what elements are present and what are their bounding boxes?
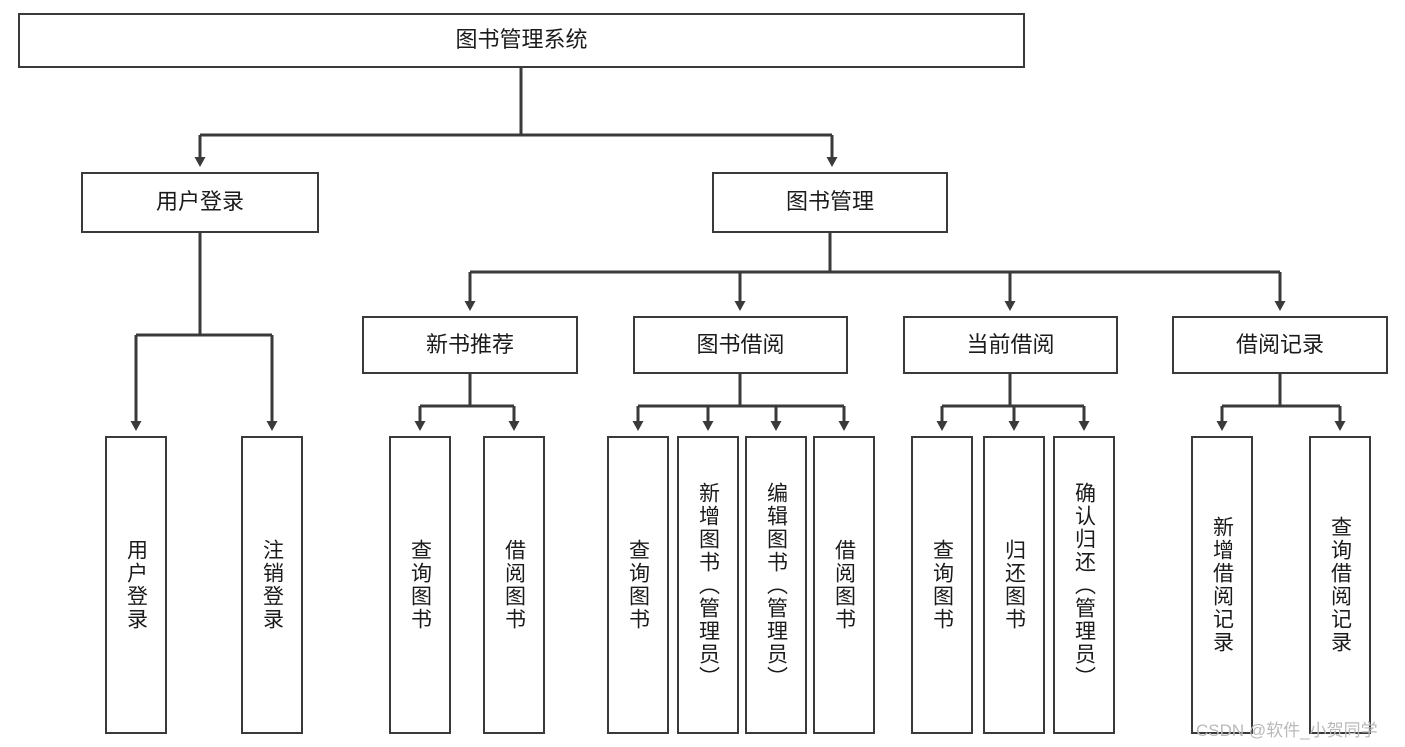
node-leaf-add-book-label: 新增图书（管理员） — [696, 481, 720, 689]
node-leaf-logout-label: 注销登录 — [260, 539, 284, 631]
node-leaf-edit-book-label: 编辑图书（管理员） — [764, 481, 788, 689]
node-leaf-logout[interactable]: 注销登录 — [241, 436, 303, 734]
node-leaf-return-book-label: 归还图书 — [1002, 539, 1026, 631]
node-leaf-query-book-3[interactable]: 查询图书 — [911, 436, 973, 734]
node-borrow-record[interactable]: 借阅记录 — [1172, 316, 1388, 374]
node-leaf-query-book-2[interactable]: 查询图书 — [607, 436, 669, 734]
node-user-login[interactable]: 用户登录 — [81, 172, 319, 233]
node-book-manage-label: 图书管理 — [785, 189, 874, 215]
node-current-borrow[interactable]: 当前借阅 — [903, 316, 1118, 374]
node-book-manage[interactable]: 图书管理 — [712, 172, 948, 233]
node-leaf-confirm-return[interactable]: 确认归还（管理员） — [1053, 436, 1115, 734]
node-user-login-label: 用户登录 — [155, 189, 244, 215]
node-leaf-borrow-book-1-label: 借阅图书 — [502, 539, 526, 631]
node-book-borrow-label: 图书借阅 — [696, 331, 785, 357]
node-leaf-borrow-book-2[interactable]: 借阅图书 — [813, 436, 875, 734]
node-leaf-borrow-book-1[interactable]: 借阅图书 — [483, 436, 545, 734]
node-leaf-user-login-label: 用户登录 — [124, 539, 148, 631]
node-leaf-query-book-1[interactable]: 查询图书 — [389, 436, 451, 734]
node-leaf-return-book[interactable]: 归还图书 — [983, 436, 1045, 734]
node-leaf-edit-book[interactable]: 编辑图书（管理员） — [745, 436, 807, 734]
node-leaf-query-record[interactable]: 查询借阅记录 — [1309, 436, 1371, 734]
node-new-book-recommend-label: 新书推荐 — [425, 331, 514, 357]
node-leaf-query-book-2-label: 查询图书 — [626, 539, 650, 631]
node-book-borrow[interactable]: 图书借阅 — [633, 316, 848, 374]
node-current-borrow-label: 当前借阅 — [966, 331, 1055, 357]
node-leaf-add-record[interactable]: 新增借阅记录 — [1191, 436, 1253, 734]
node-borrow-record-label: 借阅记录 — [1235, 331, 1324, 357]
node-leaf-borrow-book-2-label: 借阅图书 — [832, 539, 856, 631]
node-leaf-confirm-return-label: 确认归还（管理员） — [1072, 481, 1096, 689]
node-root[interactable]: 图书管理系统 — [18, 13, 1025, 68]
node-leaf-add-book[interactable]: 新增图书（管理员） — [677, 436, 739, 734]
node-new-book-recommend[interactable]: 新书推荐 — [362, 316, 578, 374]
node-root-label: 图书管理系统 — [455, 27, 588, 53]
node-leaf-add-record-label: 新增借阅记录 — [1210, 516, 1234, 654]
node-leaf-user-login[interactable]: 用户登录 — [105, 436, 167, 734]
node-leaf-query-book-3-label: 查询图书 — [930, 539, 954, 631]
node-leaf-query-book-1-label: 查询图书 — [408, 539, 432, 631]
node-leaf-query-record-label: 查询借阅记录 — [1328, 516, 1352, 654]
